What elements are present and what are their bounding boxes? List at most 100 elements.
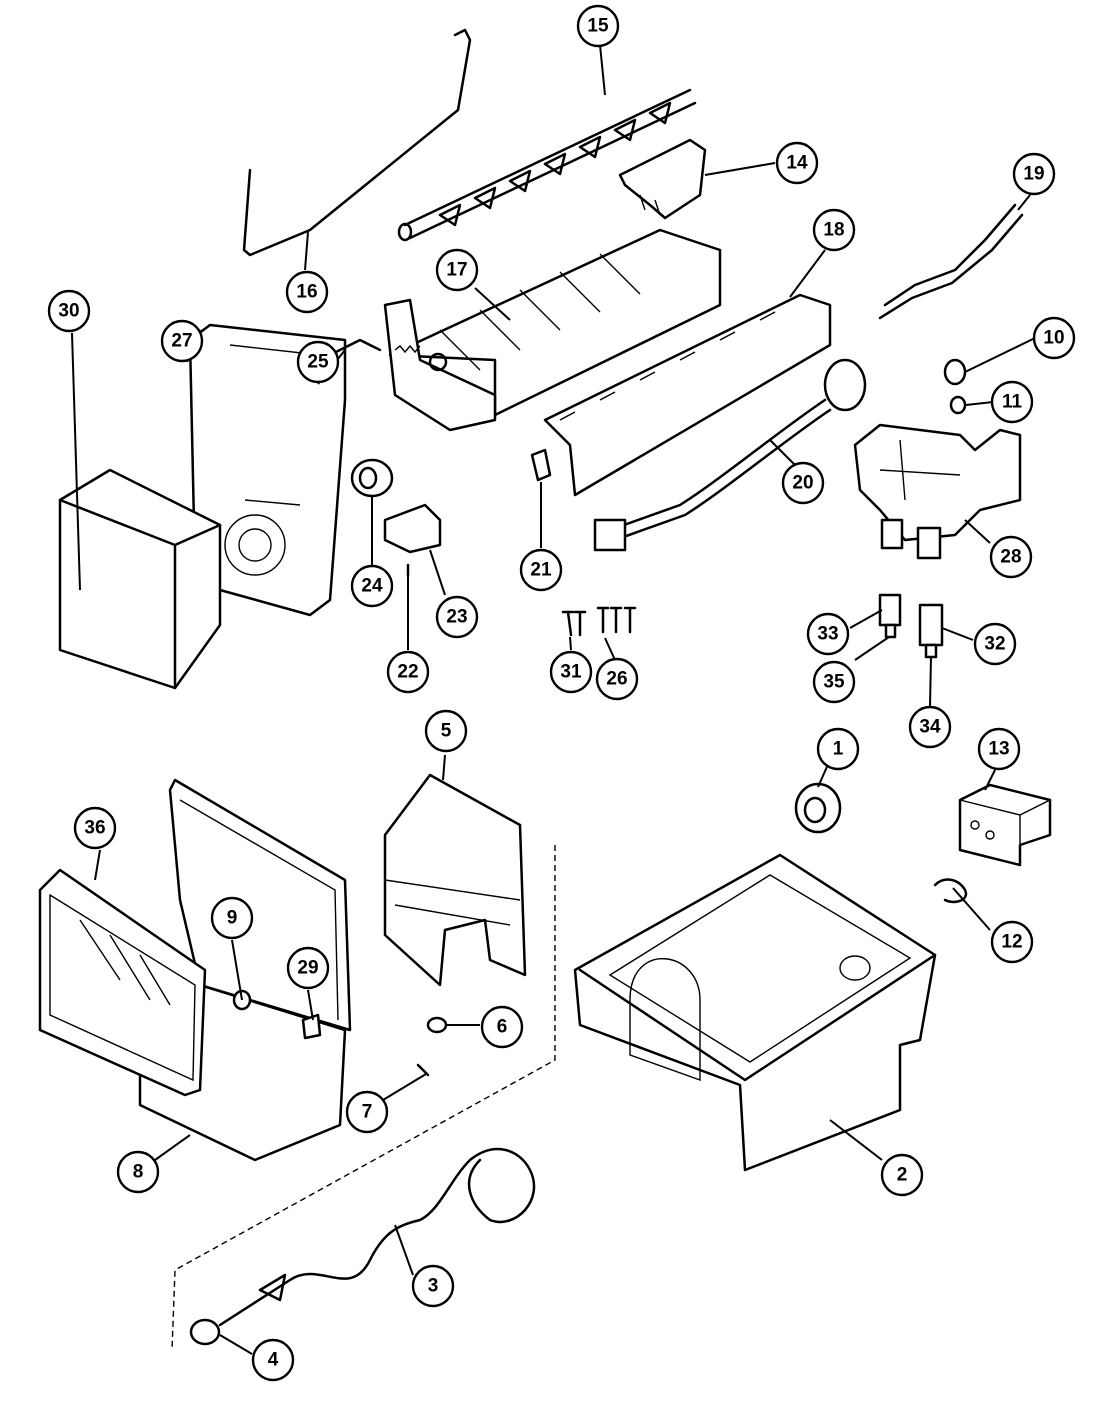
svg-text:3: 3 [428,1276,439,1297]
part-7-pin [416,1063,430,1077]
callout-17: 17 [435,248,479,292]
callout-28: 28 [989,535,1033,579]
callout-16: 16 [285,270,329,314]
svg-text:35: 35 [823,672,845,693]
callout-15: 15 [576,4,620,48]
svg-text:27: 27 [171,331,192,352]
part-23-thermostat-bracket [383,503,442,554]
callout-20: 20 [781,461,825,505]
svg-text:7: 7 [362,1102,373,1123]
callout-10: 10 [1032,316,1076,360]
part-15-ejector-shaft [397,88,697,242]
svg-text:10: 10 [1043,328,1064,349]
callout-24: 24 [350,564,394,608]
part-24-motor [350,458,394,498]
callout-21: 21 [519,548,563,592]
callout-19: 19 [1012,152,1056,196]
svg-text:25: 25 [307,352,329,373]
part-33-sleeve [878,593,902,627]
svg-text:14: 14 [786,153,808,174]
callout-35: 35 [812,660,856,704]
svg-text:24: 24 [361,576,383,597]
part-1-bearing [794,782,842,834]
callout-7: 7 [345,1090,389,1134]
part-2-ice-bin [573,853,937,1172]
callout-3: 3 [411,1264,455,1308]
callout-13: 13 [977,727,1021,771]
part-3-auger [218,1147,536,1327]
svg-text:34: 34 [919,717,941,738]
part-5-auger-housing [383,773,527,987]
svg-text:16: 16 [296,282,317,303]
callout-27: 27 [160,319,204,363]
callout-5: 5 [424,709,468,753]
svg-text:4: 4 [268,1350,279,1371]
callout-33: 33 [806,612,850,656]
callout-31: 31 [549,650,593,694]
part-31-screws [561,610,587,637]
part-13-auger-motor [958,783,1052,867]
callout-22: 22 [386,650,430,694]
callout-32: 32 [973,622,1017,666]
svg-text:11: 11 [1002,392,1023,413]
part-30-cover [58,468,222,690]
part-28-water-valve [853,423,1022,560]
part-21-clip [530,448,552,482]
svg-text:17: 17 [446,260,467,281]
part-6-nut [426,1016,448,1034]
svg-text:13: 13 [988,739,1009,760]
svg-text:15: 15 [587,16,609,37]
callout-30: 30 [47,289,91,333]
callout-23: 23 [435,595,479,639]
callout-2: 2 [880,1153,924,1197]
part-36-front-panel [38,868,207,1097]
callout-6: 6 [480,1005,524,1049]
part-4-end-cap [189,1318,221,1346]
svg-text:12: 12 [1001,932,1022,953]
svg-text:5: 5 [441,721,452,742]
svg-text:33: 33 [817,624,838,645]
callout-14: 14 [775,141,819,185]
part-19-fill-tube [878,203,1024,320]
svg-text:18: 18 [823,220,844,241]
svg-text:36: 36 [84,818,105,839]
part-26-screws [596,606,637,634]
svg-text:2: 2 [897,1165,908,1186]
svg-text:20: 20 [792,473,813,494]
part-14-stripper [618,138,707,220]
part-34-insert [924,643,938,659]
svg-text:19: 19 [1023,164,1044,185]
callout-29: 29 [286,946,330,990]
callout-26: 26 [595,657,639,701]
svg-text:26: 26 [606,669,627,690]
part-12-clip [933,878,968,904]
leader-lines [71,44,1036,1355]
svg-text:28: 28 [1000,547,1021,568]
callout-4: 4 [251,1338,295,1382]
callout-25: 25 [296,340,340,384]
callout-11: 11 [990,380,1034,424]
svg-text:21: 21 [530,560,552,581]
svg-text:32: 32 [984,634,1005,655]
svg-text:8: 8 [133,1162,144,1183]
svg-text:31: 31 [560,662,582,683]
assembly-guide-line [171,845,556,1351]
svg-text:30: 30 [58,301,79,322]
part-20-wiring-harness [593,358,867,552]
callout-36: 36 [73,806,117,850]
part-29-bracket [301,1013,322,1040]
part-32-nut [918,603,944,647]
svg-text:9: 9 [227,908,238,929]
part-11-fitting [949,395,967,415]
svg-text:6: 6 [497,1017,508,1038]
callout-18: 18 [812,208,856,252]
svg-text:29: 29 [297,958,318,979]
part-16-shutoff-arm [242,28,472,257]
callout-8: 8 [116,1150,160,1194]
part-25-spring [328,338,421,357]
svg-text:23: 23 [446,607,467,628]
callout-12: 12 [990,920,1034,964]
svg-text:1: 1 [833,739,844,760]
part-18-mold-heater [543,293,832,497]
